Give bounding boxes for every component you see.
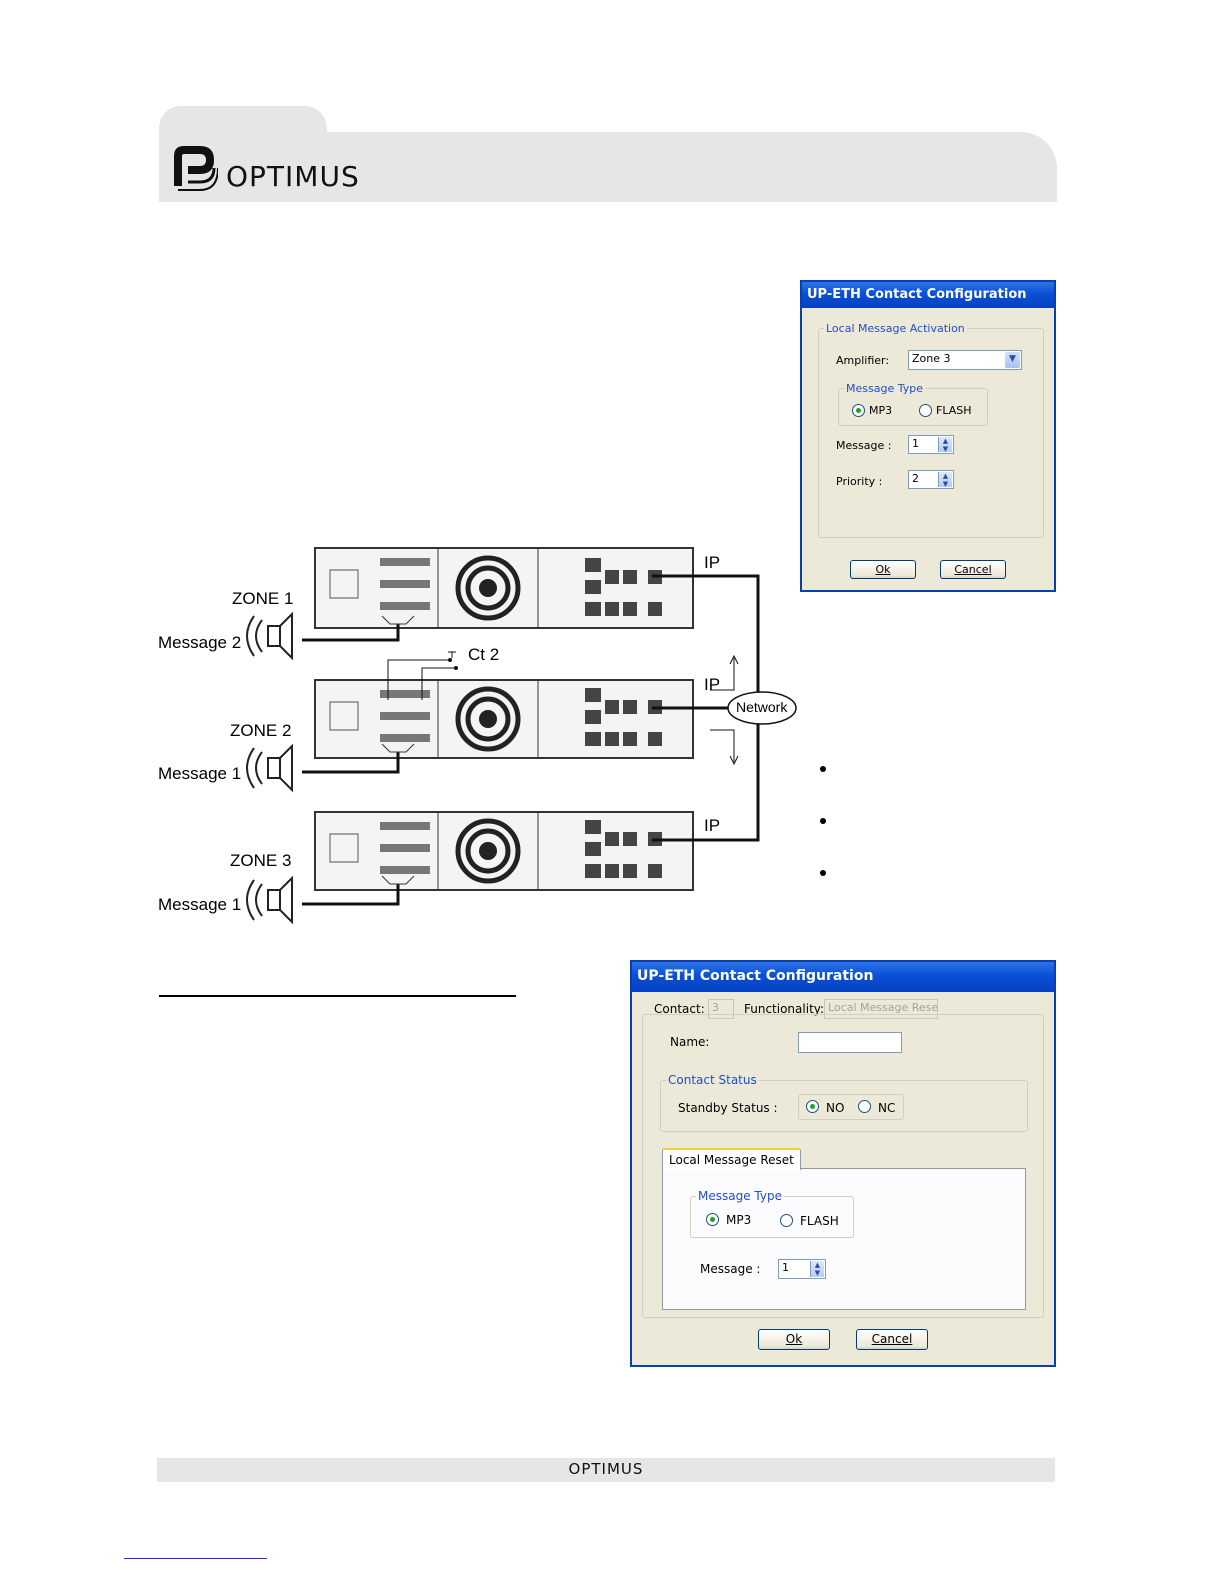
header-bar [159, 132, 1057, 202]
message-label: Message : [700, 1262, 761, 1276]
flash-label: FLASH [800, 1214, 839, 1228]
amplifier-value: Zone 3 [912, 352, 951, 365]
spin-arrows-icon[interactable]: ▲▼ [938, 472, 952, 487]
zone-1-label: ZONE 1 [232, 589, 293, 608]
nc-radio[interactable] [858, 1100, 871, 1113]
contact-label: Ct 2 [468, 645, 499, 664]
flash-radio[interactable] [919, 404, 932, 417]
no-radio[interactable] [806, 1100, 819, 1113]
message-stepper[interactable]: 1 ▲▼ [778, 1259, 826, 1279]
message-stepper[interactable]: 1 ▲▼ [908, 435, 954, 454]
message-value: 1 [782, 1261, 789, 1274]
amplifier-unit-2 [314, 679, 694, 759]
mp3-radio[interactable] [852, 404, 865, 417]
ip-label-2: IP [704, 675, 720, 694]
ok-button[interactable]: Ok [758, 1329, 830, 1350]
mp3-label: MP3 [869, 404, 893, 417]
footer-bar: OPTIMUS [157, 1458, 1055, 1482]
spin-arrows-icon[interactable]: ▲▼ [938, 437, 952, 452]
outer-group [642, 1014, 1044, 1318]
tab-local-message-reset[interactable]: Local Message Reset [662, 1148, 801, 1170]
functionality-label: Functionality: [744, 1002, 825, 1016]
mp3-label: MP3 [726, 1213, 752, 1227]
contact-config-dialog-2: UP-ETH Contact Configuration Contact: 3 … [630, 960, 1056, 1367]
footer-logo: OPTIMUS [568, 1460, 644, 1478]
message-label: Message : [836, 439, 892, 452]
flash-label: FLASH [936, 404, 972, 417]
zone-2-label: ZONE 2 [230, 721, 291, 740]
network-cloud-icon [727, 691, 797, 725]
message-label-1: Message 2 [158, 633, 241, 652]
cancel-button[interactable]: Cancel [856, 1329, 928, 1350]
network-diagram: ZONE 1 ZONE 2 ZONE 3 Message 2 Message 1… [158, 547, 797, 925]
nc-label: NC [878, 1101, 896, 1115]
priority-label: Priority : [836, 475, 883, 488]
name-input[interactable] [798, 1032, 902, 1053]
chevron-down-icon[interactable]: ▼ [1005, 352, 1020, 368]
ok-button[interactable]: Ok [850, 560, 916, 579]
name-label: Name: [670, 1035, 710, 1049]
contact-status-group [660, 1080, 1028, 1132]
zone-3-label: ZONE 3 [230, 851, 291, 870]
amplifier-label: Amplifier: [836, 354, 890, 367]
group-label: Local Message Activation [824, 322, 967, 335]
amplifier-unit-1 [314, 547, 694, 629]
bullet-1 [820, 766, 826, 772]
bullet-3 [820, 870, 826, 876]
dialog-title: UP-ETH Contact Configuration [802, 282, 1054, 308]
bullet-2 [820, 818, 826, 824]
dialog-title: UP-ETH Contact Configuration [632, 962, 1054, 992]
message-label-3: Message 1 [158, 895, 241, 914]
priority-value: 2 [912, 472, 919, 485]
amplifier-select[interactable]: Zone 3 ▼ [908, 350, 1022, 370]
standby-status-label: Standby Status : [678, 1101, 778, 1115]
message-label-2: Message 1 [158, 764, 241, 783]
optimus-logo-icon [174, 146, 218, 191]
amplifier-unit-3 [314, 811, 694, 891]
section-underline [159, 995, 516, 997]
contact-status-label: Contact Status [666, 1073, 759, 1087]
spin-arrows-icon[interactable]: ▲▼ [810, 1261, 824, 1277]
speaker-icon [246, 611, 293, 925]
flash-radio[interactable] [780, 1214, 793, 1227]
mp3-radio[interactable] [706, 1213, 719, 1226]
ip-label-1: IP [704, 553, 720, 572]
cancel-button[interactable]: Cancel [940, 560, 1006, 579]
network-label: Network [736, 699, 788, 715]
priority-stepper[interactable]: 2 ▲▼ [908, 470, 954, 489]
logo-text: OPTIMUS [226, 160, 360, 193]
message-type-label: Message Type [844, 382, 925, 395]
message-value: 1 [912, 437, 919, 450]
no-label: NO [826, 1101, 845, 1115]
standby-radio-group [798, 1094, 904, 1120]
message-type-label: Message Type [696, 1189, 784, 1203]
ip-label-3: IP [704, 816, 720, 835]
footer-link-underline [124, 1558, 267, 1559]
contact-label: Contact: [654, 1002, 705, 1016]
contact-config-dialog-1: UP-ETH Contact Configuration Local Messa… [800, 280, 1056, 592]
